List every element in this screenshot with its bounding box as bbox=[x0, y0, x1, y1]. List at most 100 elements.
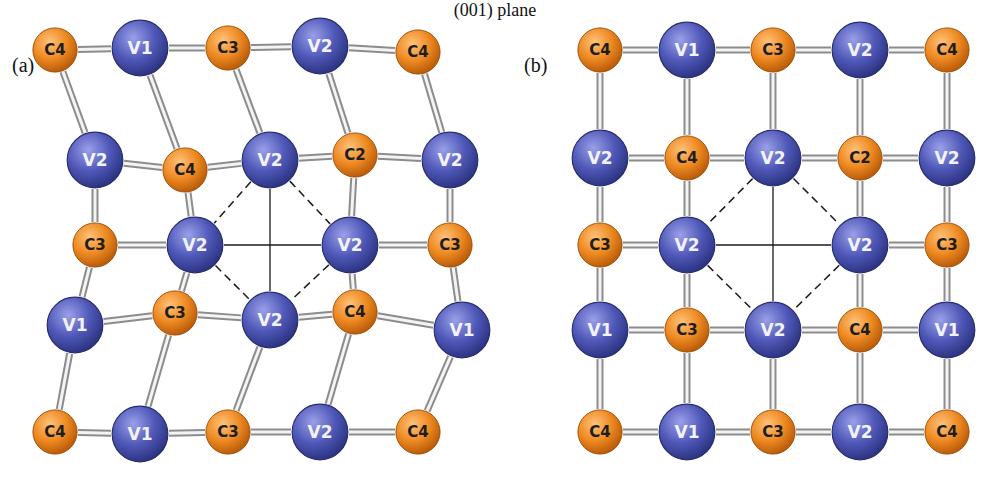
bond-stroke bbox=[188, 193, 191, 216]
double-bond bbox=[600, 359, 601, 409]
vanadium-atom: V1 bbox=[571, 301, 629, 359]
atom-label: C4 bbox=[936, 43, 957, 58]
figure-title: (001) plane bbox=[454, 0, 536, 21]
bond-stroke bbox=[629, 329, 664, 332]
atom-ball bbox=[925, 28, 969, 72]
atom-label: C3 bbox=[439, 238, 460, 253]
bond-stroke bbox=[328, 334, 348, 404]
atom-ball bbox=[428, 223, 472, 267]
bond-stroke bbox=[352, 274, 353, 289]
bond-stroke bbox=[236, 70, 260, 133]
atom-ball bbox=[206, 26, 250, 70]
bond-stroke bbox=[251, 429, 291, 436]
carbon-atom: C4 bbox=[577, 27, 623, 73]
atom-ball bbox=[919, 130, 975, 186]
double-bond bbox=[860, 181, 861, 216]
carbon-atom: C3 bbox=[427, 222, 473, 268]
bond-stroke bbox=[352, 178, 354, 216]
bond-stroke bbox=[684, 274, 691, 307]
vanadium-atom: V2 bbox=[241, 131, 299, 189]
double-bond bbox=[148, 335, 169, 406]
bond-stroke bbox=[599, 187, 602, 222]
double-bond bbox=[208, 163, 241, 167]
atom-label: V2 bbox=[258, 312, 283, 329]
vanadium-atom: V2 bbox=[744, 301, 802, 359]
bond-stroke bbox=[269, 189, 270, 291]
bond-stroke bbox=[686, 181, 689, 216]
atom-label: C2 bbox=[344, 148, 365, 163]
dashed-line bbox=[794, 265, 840, 309]
bond-stroke bbox=[802, 157, 837, 160]
bond-stroke bbox=[299, 314, 332, 317]
double-bond bbox=[947, 73, 948, 129]
solid-line bbox=[773, 187, 774, 301]
double-bond bbox=[687, 79, 688, 135]
solid-line bbox=[270, 189, 271, 291]
bond-stroke bbox=[349, 431, 395, 434]
bond-stroke bbox=[150, 75, 177, 148]
atom-label: V1 bbox=[588, 322, 613, 339]
atom-ball bbox=[832, 217, 888, 273]
atom-ball bbox=[33, 28, 77, 72]
bond-stroke bbox=[216, 266, 250, 300]
double-bond bbox=[450, 189, 451, 222]
atom-ball bbox=[422, 132, 478, 188]
atom-ball bbox=[67, 132, 123, 188]
atom-ball bbox=[659, 22, 715, 78]
atom-label: V2 bbox=[83, 152, 108, 169]
bond-stroke bbox=[198, 315, 241, 318]
double-bond bbox=[181, 273, 186, 291]
bond-stroke bbox=[378, 316, 434, 325]
bond-stroke bbox=[796, 47, 831, 54]
bond-stroke bbox=[59, 354, 69, 410]
double-bond bbox=[687, 274, 688, 307]
double-bond bbox=[947, 268, 948, 301]
bond-stroke bbox=[148, 335, 169, 406]
bond-stroke bbox=[447, 189, 454, 222]
bond-stroke bbox=[379, 244, 427, 247]
bond-stroke bbox=[329, 74, 348, 133]
atom-label: C4 bbox=[407, 425, 428, 440]
atom-label: C4 bbox=[407, 45, 428, 60]
bond-stroke bbox=[78, 47, 111, 51]
bond-stroke bbox=[686, 274, 689, 307]
double-bond bbox=[889, 50, 924, 51]
bond-stroke bbox=[684, 353, 691, 403]
bond-stroke bbox=[169, 429, 205, 437]
double-bond bbox=[883, 158, 918, 159]
bond-stroke bbox=[349, 429, 395, 436]
atom-ball bbox=[745, 302, 801, 358]
vanadium-atom: V1 bbox=[111, 405, 169, 463]
bond-stroke bbox=[883, 329, 918, 332]
double-bond bbox=[802, 330, 837, 331]
double-bond bbox=[59, 354, 69, 410]
dashed-line bbox=[216, 266, 250, 300]
bond-stroke bbox=[82, 267, 89, 297]
bond-stroke bbox=[169, 431, 205, 435]
bond-stroke bbox=[236, 347, 260, 410]
bond-stroke bbox=[796, 431, 831, 434]
atom-label: C4 bbox=[44, 43, 65, 58]
atom-ball bbox=[665, 308, 709, 352]
bond-stroke bbox=[291, 265, 329, 300]
double-bond bbox=[425, 74, 442, 132]
atom-label: C3 bbox=[217, 41, 238, 56]
bond-stroke bbox=[214, 182, 251, 224]
atom-label: C4 bbox=[849, 323, 870, 338]
double-bond bbox=[328, 334, 348, 404]
double-bond bbox=[623, 245, 658, 246]
dashed-line bbox=[707, 179, 752, 225]
bond-stroke bbox=[629, 157, 664, 160]
double-bond bbox=[124, 163, 162, 167]
bond-stroke bbox=[124, 163, 162, 167]
atom-label: V2 bbox=[338, 237, 363, 254]
bond-stroke bbox=[859, 181, 862, 216]
atom-label: C3 bbox=[164, 306, 185, 321]
bond-stroke bbox=[251, 43, 291, 51]
carbon-atom: C3 bbox=[577, 222, 623, 268]
atom-label: V2 bbox=[308, 424, 333, 441]
double-bond bbox=[299, 314, 332, 317]
bond-stroke bbox=[198, 315, 241, 318]
double-bond bbox=[796, 50, 831, 51]
